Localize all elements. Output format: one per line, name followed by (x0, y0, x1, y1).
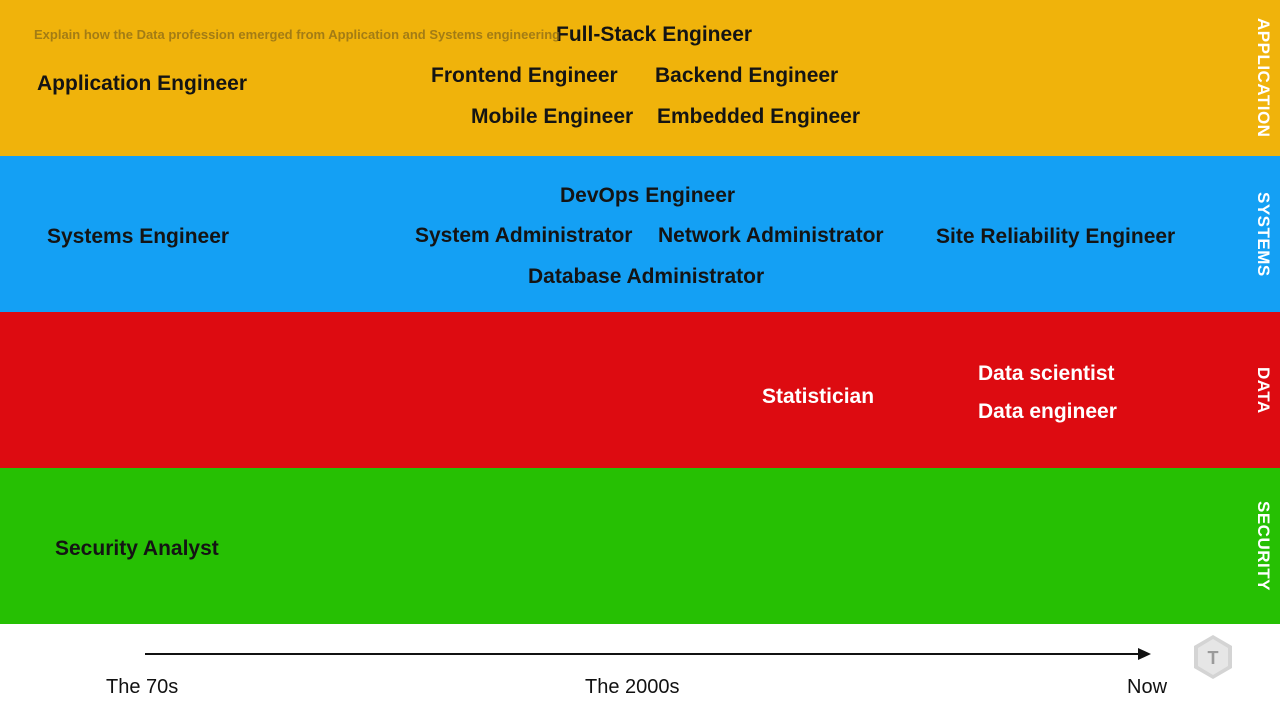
role-statistician: Statistician (762, 385, 875, 408)
systems-band: Systems Engineer DevOps Engineer System … (0, 156, 1280, 312)
role-full-stack-engineer: Full-Stack Engineer (556, 23, 753, 46)
role-network-administrator: Network Administrator (658, 224, 884, 247)
role-devops-engineer: DevOps Engineer (560, 184, 736, 207)
timeline: The 70s The 2000s Now T (0, 624, 1280, 720)
security-band: Security Analyst SECURITY (0, 468, 1280, 624)
band-label-data: DATA (1254, 366, 1273, 414)
application-band: Application Engineer Full-Stack Engineer… (0, 0, 1280, 156)
role-data-scientist: Data scientist (978, 362, 1115, 385)
role-security-analyst: Security Analyst (55, 537, 219, 560)
band-label-systems: SYSTEMS (1254, 191, 1273, 277)
role-data-engineer: Data engineer (978, 400, 1117, 423)
hexagon-t-logo-icon: T (1194, 635, 1232, 679)
timeline-arrowhead-icon (1138, 648, 1151, 660)
role-systems-engineer: Systems Engineer (47, 225, 230, 248)
timeline-label-end: Now (1127, 676, 1168, 698)
role-database-administrator: Database Administrator (528, 265, 765, 288)
logo-letter: T (1208, 648, 1219, 668)
role-embedded-engineer: Embedded Engineer (657, 105, 861, 128)
band-label-security: SECURITY (1254, 501, 1273, 591)
role-site-reliability-engineer: Site Reliability Engineer (936, 225, 1176, 248)
data-band: Statistician Data scientist Data enginee… (0, 312, 1280, 468)
timeline-label-middle: The 2000s (585, 676, 680, 698)
band-label-application: APPLICATION (1254, 18, 1273, 138)
timeline-label-start: The 70s (106, 676, 179, 698)
role-frontend-engineer: Frontend Engineer (431, 64, 618, 87)
role-application-engineer: Application Engineer (37, 72, 248, 95)
role-backend-engineer: Backend Engineer (655, 64, 839, 87)
prompt-overlay-text: Explain how the Data profession emerged … (34, 27, 561, 42)
timeline-axis-line (145, 653, 1141, 655)
role-mobile-engineer: Mobile Engineer (471, 105, 634, 128)
role-system-administrator: System Administrator (415, 224, 633, 247)
